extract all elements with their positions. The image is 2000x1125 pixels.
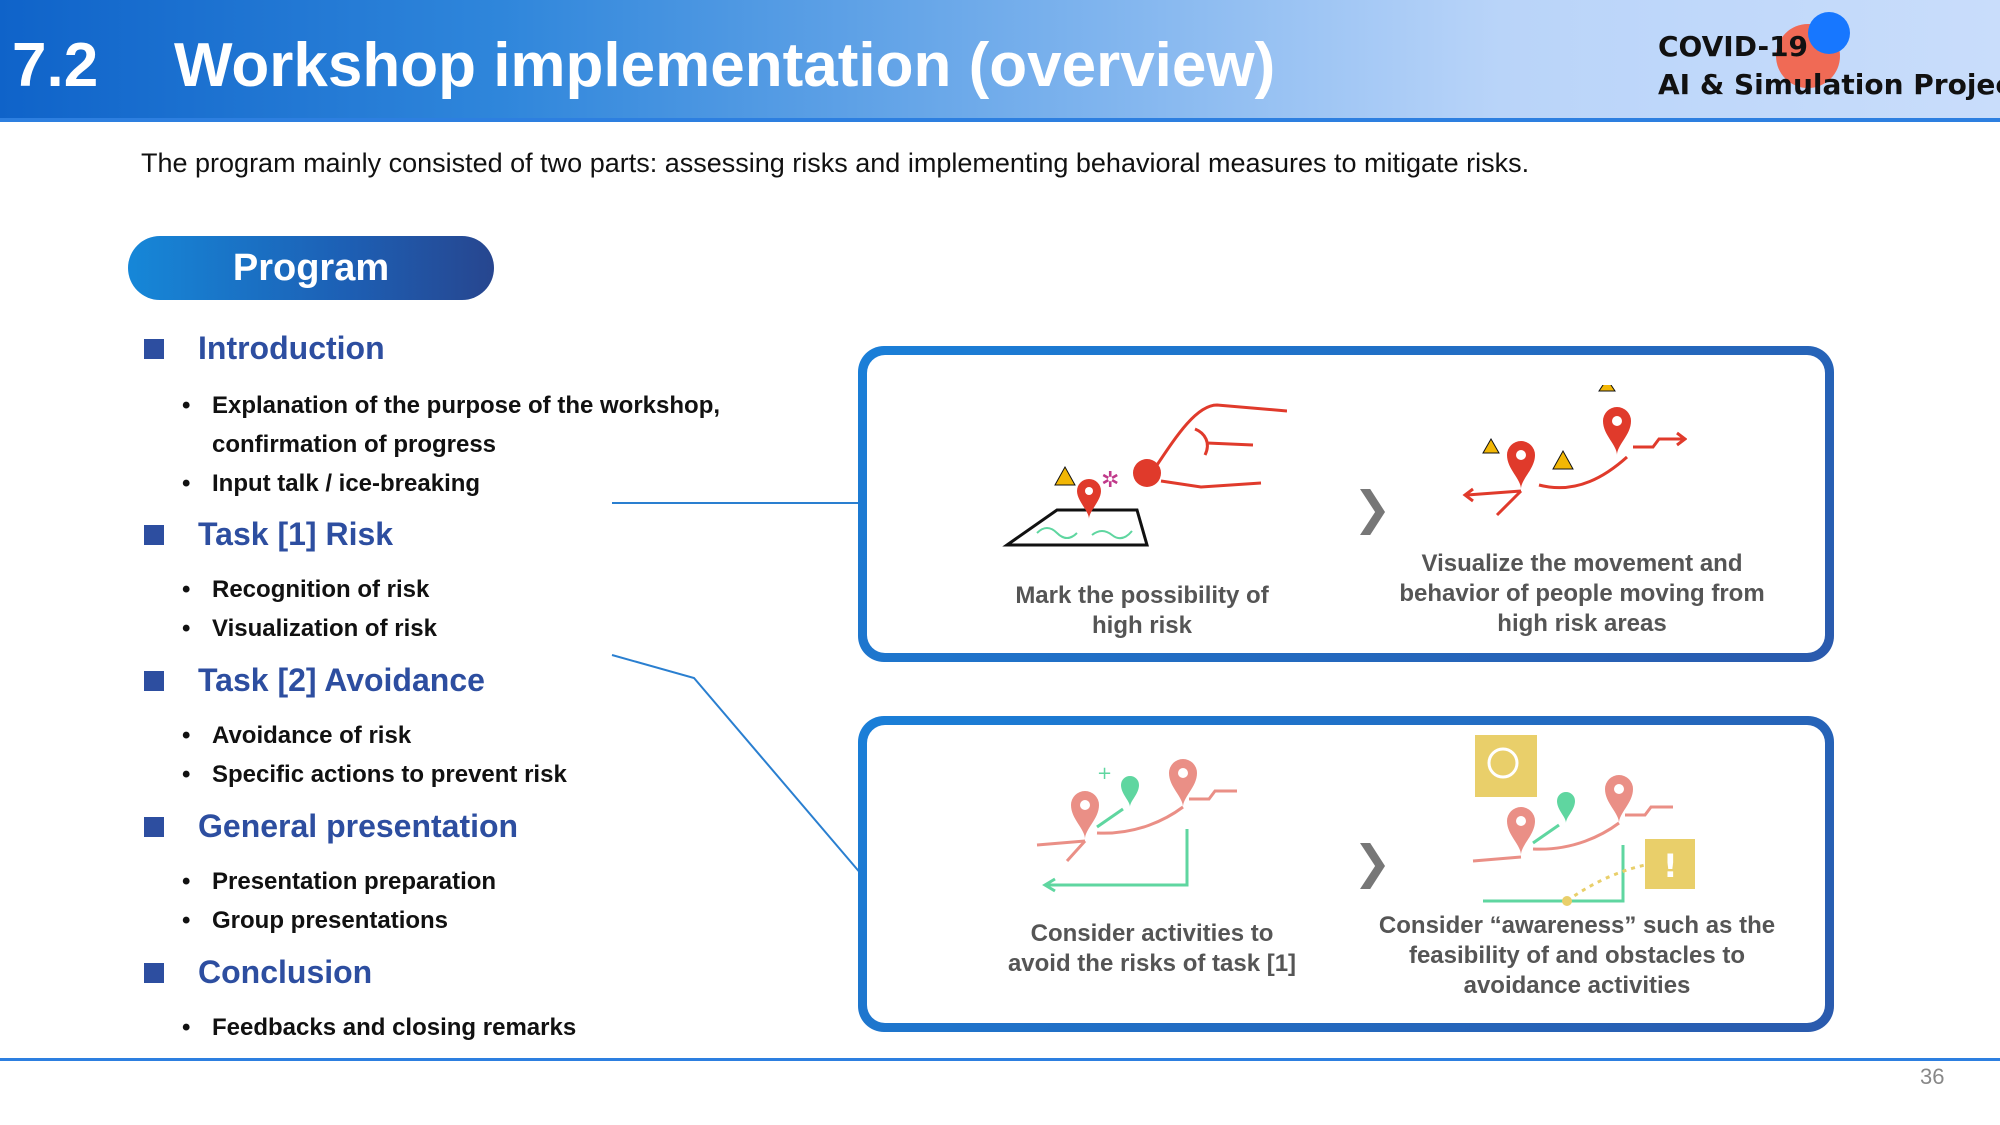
item-text: Specific actions to prevent risk (212, 761, 567, 788)
caption-line: high risk areas (1497, 610, 1667, 637)
task1-caption-right: Visualize the movement and behavior of p… (1372, 549, 1792, 639)
caption-line: Consider activities to (1030, 920, 1274, 947)
awareness-illustration: ! (1472, 735, 1695, 906)
svg-text:✲: ✲ (1101, 468, 1119, 493)
section-label: Task [2] Avoidance (198, 662, 485, 698)
list-item: • Feedbacks and closing remarks (182, 1014, 576, 1042)
lightbulb-note-icon (1475, 735, 1537, 797)
item-text: Recognition of risk (212, 576, 430, 603)
bullet-icon: • (182, 615, 191, 642)
item-text: Avoidance of risk (212, 722, 412, 749)
header-underline (0, 118, 2000, 122)
section-square-icon (144, 816, 164, 837)
chevron-right-icon: ❯ (1353, 482, 1392, 534)
section-square-icon (144, 670, 164, 691)
caption-line: high risk (1091, 612, 1193, 639)
movement-illustration (1462, 385, 1687, 517)
list-item: • Visualization of risk (182, 615, 437, 643)
section-label: Introduction (198, 330, 385, 366)
program-pill: Program (128, 236, 494, 300)
list-item: • Explanation of the purpose of the works… (182, 392, 720, 420)
list-item: • Recognition of risk (182, 576, 429, 604)
item-text: Presentation preparation (212, 868, 497, 895)
section-conclusion: Conclusion (144, 954, 372, 991)
section-label: General presentation (198, 808, 519, 844)
list-item: • Input talk / ice-breaking (182, 470, 480, 498)
item-text: Group presentations (212, 907, 449, 934)
project-name-line2: AI & Simulation Project (1658, 68, 2000, 101)
task1-panel-inner: ✲ Mark the possibility of high risk ❯ (867, 355, 1825, 653)
task1-caption-left: Mark the possibility of high risk (977, 581, 1307, 641)
caption-line: avoidance activities (1463, 972, 1691, 999)
project-badge: COVID-19 AI & Simulation Project (1656, 12, 2000, 114)
item-text: Input talk / ice-breaking (212, 470, 481, 497)
project-name-line1: COVID-19 (1658, 30, 1809, 63)
svg-text:!: ! (1663, 847, 1678, 885)
bullet-icon: • (182, 392, 191, 419)
task2-caption-right: Consider “awareness” such as the feasibi… (1347, 911, 1807, 1001)
task1-panel: ✲ Mark the possibility of high risk ❯ (858, 346, 1834, 662)
chevron-right-icon: ❯ (1353, 836, 1392, 888)
section-general-presentation: General presentation (144, 808, 518, 845)
task2-panel-inner: + Consider activities to avoid the risks… (867, 725, 1825, 1023)
mark-risk-illustration: ✲ (1002, 403, 1287, 547)
badge-blue-circle (1808, 12, 1850, 54)
header-banner (0, 0, 2000, 120)
list-item: • Avoidance of risk (182, 722, 411, 750)
avoidance-activities-illustration: + (1036, 759, 1237, 893)
bullet-icon: • (182, 868, 191, 895)
bullet-icon: • (182, 1014, 191, 1041)
bullet-icon: • (182, 907, 191, 934)
task2-caption-left: Consider activities to avoid the risks o… (967, 919, 1337, 979)
list-item: • Group presentations (182, 907, 448, 935)
svg-text:+: + (1097, 763, 1112, 784)
slide-title: Workshop implementation (overview) (174, 31, 1276, 100)
section-introduction: Introduction (144, 330, 385, 367)
section-task2-avoidance: Task [2] Avoidance (144, 662, 485, 699)
caption-line: feasibility of and obstacles to (1408, 942, 1746, 969)
bullet-icon: • (182, 576, 191, 603)
connector-line-task2 (611, 654, 863, 876)
list-item: • Specific actions to prevent risk (182, 761, 567, 789)
bullet-icon: • (182, 761, 191, 788)
section-square-icon (144, 962, 164, 983)
section-label: Task [1] Risk (198, 516, 394, 552)
item-text: Visualization of risk (212, 615, 437, 642)
bullet-icon: • (182, 722, 191, 749)
exclamation-note-icon (1645, 839, 1695, 889)
section-task1-risk: Task [1] Risk (144, 516, 393, 553)
section-square-icon (144, 524, 164, 545)
task2-panel: + Consider activities to avoid the risks… (858, 716, 1834, 1032)
list-item: • Presentation preparation (182, 868, 496, 896)
section-label: Conclusion (198, 954, 373, 990)
intro-text: The program mainly consisted of two part… (141, 148, 1530, 178)
slide-number: 7.2 (12, 31, 99, 100)
list-item-continuation: confirmation of progress (212, 431, 497, 458)
caption-line: Consider “awareness” such as the (1378, 912, 1776, 939)
caption-line: Mark the possibility of (1015, 582, 1269, 609)
page-number: 36 (1920, 1064, 1945, 1089)
item-text: Explanation of the purpose of the worksh… (212, 392, 721, 419)
bullet-icon: • (182, 470, 191, 497)
caption-line: Visualize the movement and (1421, 550, 1743, 577)
caption-line: avoid the risks of task [1] (1007, 950, 1297, 977)
section-square-icon (144, 338, 164, 359)
footer-line (0, 1058, 2000, 1061)
caption-line: behavior of people moving from (1399, 580, 1765, 607)
item-text: Feedbacks and closing remarks (212, 1014, 577, 1041)
